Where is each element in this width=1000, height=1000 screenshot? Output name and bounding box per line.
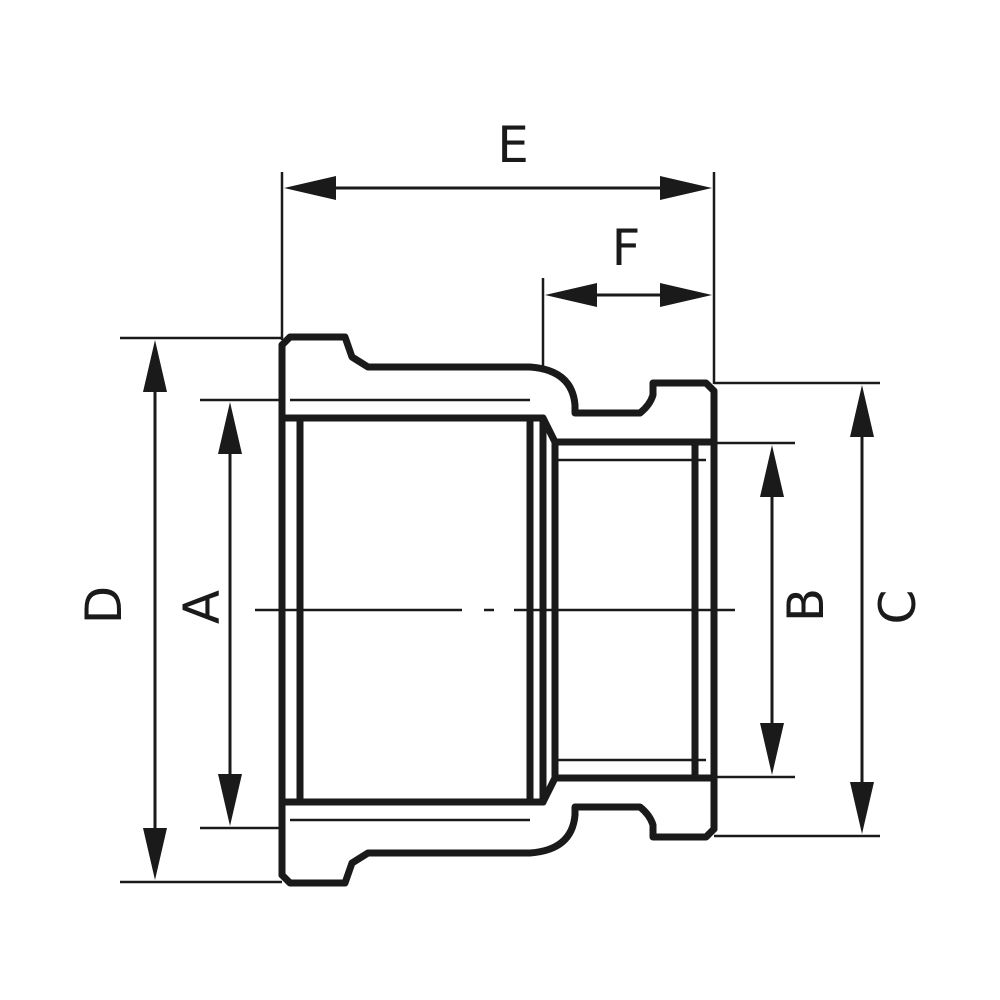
- top-large-wall: [278, 333, 718, 446]
- label-d: D: [75, 586, 133, 625]
- label-b: B: [777, 588, 835, 622]
- dimension-a: A: [173, 402, 242, 826]
- extension-lines: [120, 172, 880, 884]
- dimension-d: D: [75, 340, 167, 880]
- label-f: F: [612, 219, 641, 277]
- bottom-large-wall: [278, 774, 718, 887]
- dimension-e: E: [284, 116, 712, 200]
- dimension-c: C: [850, 385, 927, 834]
- label-e: E: [497, 116, 529, 174]
- dimension-b: B: [760, 445, 835, 775]
- dimension-f: F: [545, 219, 712, 307]
- label-a: A: [173, 590, 231, 624]
- label-c: C: [869, 590, 927, 625]
